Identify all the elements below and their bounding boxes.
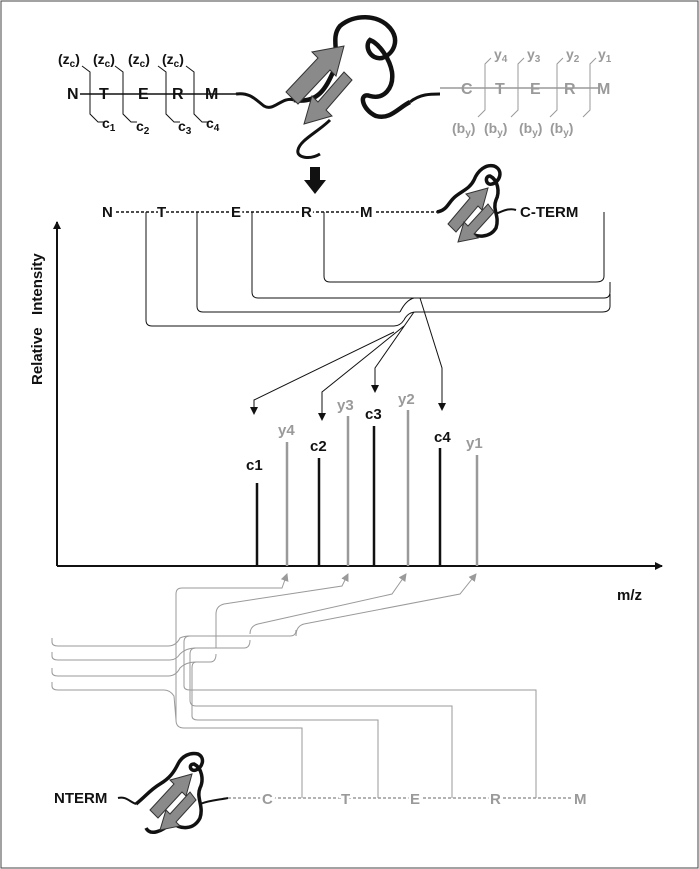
sequence-residue: T — [341, 791, 350, 808]
protein-structure-icon-small — [437, 166, 516, 242]
z-fragment-label: (zc) — [162, 51, 184, 70]
peak-label: y1 — [466, 435, 483, 452]
b-fragment-label: (by) — [452, 120, 475, 139]
b-fragment-label: (by) — [519, 120, 542, 139]
sequence-residue: C — [262, 791, 273, 808]
sequence-residue: M — [574, 791, 587, 808]
sequence-residue: E — [231, 204, 241, 221]
peak-label: y4 — [278, 422, 295, 439]
spectrum-peaks: c1 y4 c2 y3 c3 y2 c4 y1 — [246, 391, 483, 566]
peptide-residue: E — [138, 86, 149, 103]
c-fragment-label: c4 — [206, 115, 220, 134]
peptide-residue: T — [99, 86, 109, 103]
sequence-residue: R — [301, 204, 312, 221]
peak-label: c1 — [246, 457, 263, 474]
y-fragment-label: y3 — [527, 46, 541, 65]
peptide-residue: R — [564, 81, 576, 98]
protein-loop — [298, 120, 330, 157]
top-right-peptide: C T E R M y4 y3 y2 y1 (by) (by) (by) (by… — [440, 46, 612, 139]
fragment-brackets-bottom — [52, 630, 536, 798]
peptide-residue: E — [530, 81, 541, 98]
peptide-residue: T — [495, 81, 505, 98]
c-fragment-label: c2 — [136, 118, 150, 137]
peak-label: c3 — [365, 406, 382, 423]
peak-label: c4 — [434, 429, 451, 446]
n-term-label: NTERM — [54, 790, 107, 807]
fragment-brackets-top — [146, 212, 610, 326]
sequence-residue: M — [360, 204, 373, 221]
protein-structure-icon — [286, 17, 440, 157]
y-fragment-label: y2 — [566, 46, 580, 65]
b-fragment-label: (by) — [484, 120, 507, 139]
sequence-residue: N — [102, 204, 113, 221]
sequence-residue: E — [410, 791, 420, 808]
peak-label: y2 — [398, 391, 415, 408]
x-axis-label: m/z — [617, 587, 642, 604]
peak-label: y3 — [337, 397, 354, 414]
peptide-residue: C — [461, 81, 473, 98]
bottom-sequence: NTERM C T E R M — [54, 753, 587, 832]
y-axis-label: Relative Intensity — [29, 253, 46, 385]
sequence-residue: T — [157, 204, 166, 221]
z-fragment-label: (zc) — [58, 51, 80, 70]
protein-structure-icon-small — [136, 753, 228, 832]
middle-sequence: N T E R M C-TERM — [102, 166, 578, 242]
protein-tail-left — [236, 94, 294, 108]
peptide-residue: M — [205, 86, 218, 103]
peptide-residue: M — [597, 81, 610, 98]
c-fragment-label: c1 — [102, 115, 116, 134]
c-term-label: C-TERM — [520, 204, 578, 221]
z-fragment-label: (zc) — [93, 51, 115, 70]
c-fragment-label: c3 — [178, 118, 192, 137]
y-fragment-label: y1 — [598, 46, 612, 65]
peptide-residue: N — [67, 86, 79, 103]
y-fragment-label: y4 — [494, 46, 508, 65]
y-fragment-arrows — [176, 574, 476, 720]
peptide-residue: R — [172, 86, 184, 103]
b-fragment-label: (by) — [550, 120, 573, 139]
z-fragment-label: (zc) — [128, 51, 150, 70]
sequence-residue: R — [490, 791, 501, 808]
peak-label: c2 — [310, 438, 327, 455]
process-arrow-down — [304, 167, 326, 194]
top-left-peptide: N T E R M (zc) (zc) (zc) (zc) c1 c2 c3 c… — [58, 51, 294, 137]
